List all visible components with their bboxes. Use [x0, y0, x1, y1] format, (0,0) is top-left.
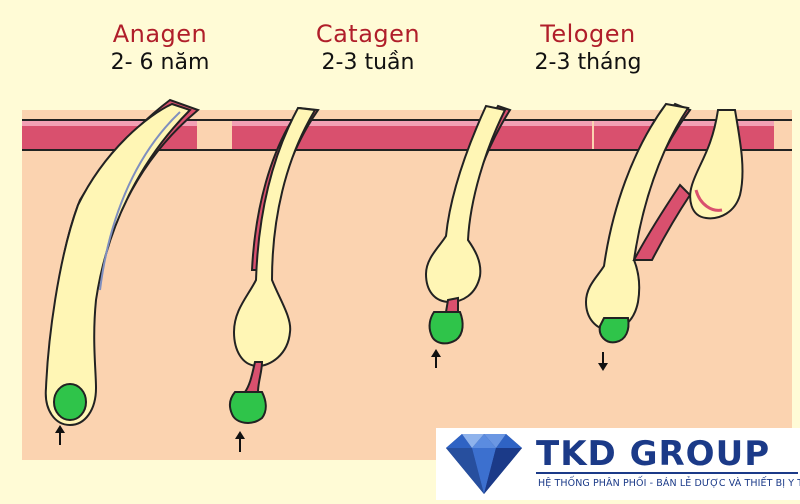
arrow-up-icon	[431, 349, 441, 368]
logo-divider	[536, 472, 798, 474]
brand-tagline: HỆ THỐNG PHÂN PHỐI - BÁN LẺ DƯỢC VÀ THIẾ…	[538, 478, 800, 489]
new-hair-bud	[689, 109, 744, 220]
stage-anagen: Anagen 2- 6 năm	[70, 20, 250, 78]
follicle-telogen	[424, 104, 512, 368]
stage-duration: 2-3 tuần	[321, 50, 415, 75]
arrow-up-icon	[235, 431, 245, 452]
dermal-papilla	[598, 317, 630, 344]
brand-name: TKD GROUP	[536, 434, 771, 474]
stage-name: Catagen	[315, 20, 421, 48]
stage-name: Telogen	[540, 20, 636, 48]
follicle-anagen	[44, 98, 200, 445]
stage-name: Anagen	[112, 20, 208, 48]
arrow-down-icon	[598, 352, 608, 371]
diamond-icon	[446, 434, 522, 494]
follicle-telogen-new	[584, 102, 744, 371]
stage-duration: 2- 6 năm	[110, 50, 210, 75]
dermal-papilla	[428, 311, 464, 345]
arrow-up-icon	[55, 425, 65, 445]
stage-duration: 2-3 tháng	[534, 50, 642, 75]
dermal-papilla	[53, 383, 87, 421]
dermal-papilla	[228, 391, 267, 424]
stage-telogen: Telogen 2-3 tháng	[498, 20, 678, 78]
skin-layer	[22, 110, 792, 460]
follicle-catagen	[228, 106, 320, 452]
tkd-group-logo: TKD GROUP HỆ THỐNG PHÂN PHỐI - BÁN LẺ DƯ…	[436, 428, 800, 500]
stage-catagen: Catagen 2-3 tuần	[278, 20, 458, 78]
